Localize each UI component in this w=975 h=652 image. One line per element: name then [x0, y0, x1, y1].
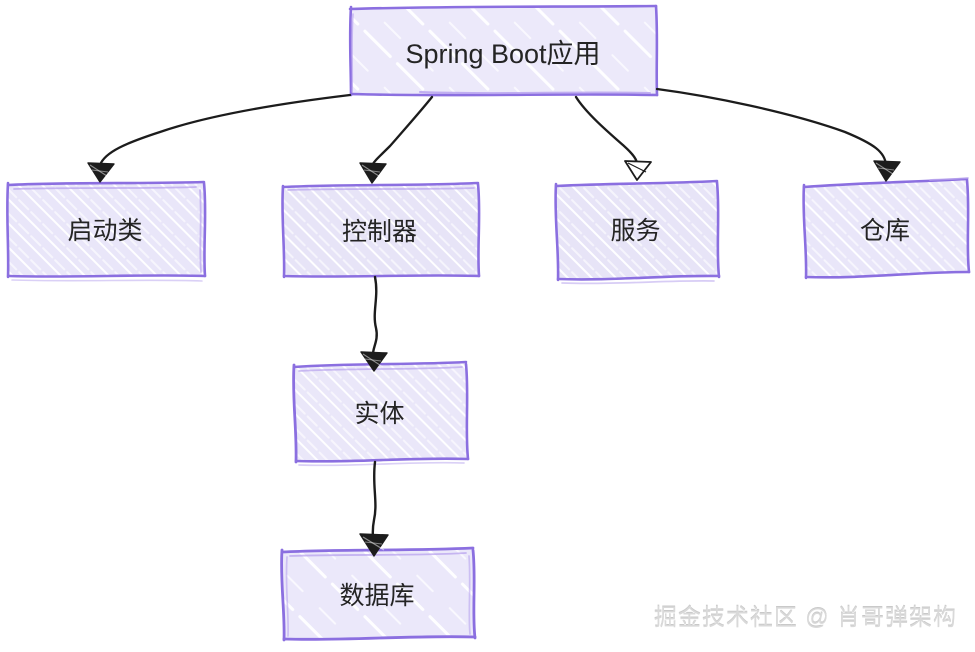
watermark-text: 掘金技术社区 @ 肖哥弹架构 — [653, 604, 957, 630]
edge-app-to-bootstrap — [87, 93, 352, 183]
node-box-app[interactable] — [348, 4, 659, 97]
edge-controller-to-entity — [360, 275, 388, 372]
node-box-controller[interactable] — [281, 181, 481, 279]
edge-entity-to-database — [359, 460, 389, 557]
edge-app-to-controller — [359, 95, 434, 184]
node-box-entity[interactable] — [292, 360, 470, 467]
node-box-database[interactable] — [280, 546, 477, 642]
node-box-service[interactable] — [554, 179, 721, 285]
edge-app-to-repository — [655, 87, 901, 182]
node-box-repository[interactable] — [802, 177, 971, 280]
node-box-bootstrap[interactable] — [6, 180, 207, 282]
edge-app-to-service — [574, 95, 652, 181]
